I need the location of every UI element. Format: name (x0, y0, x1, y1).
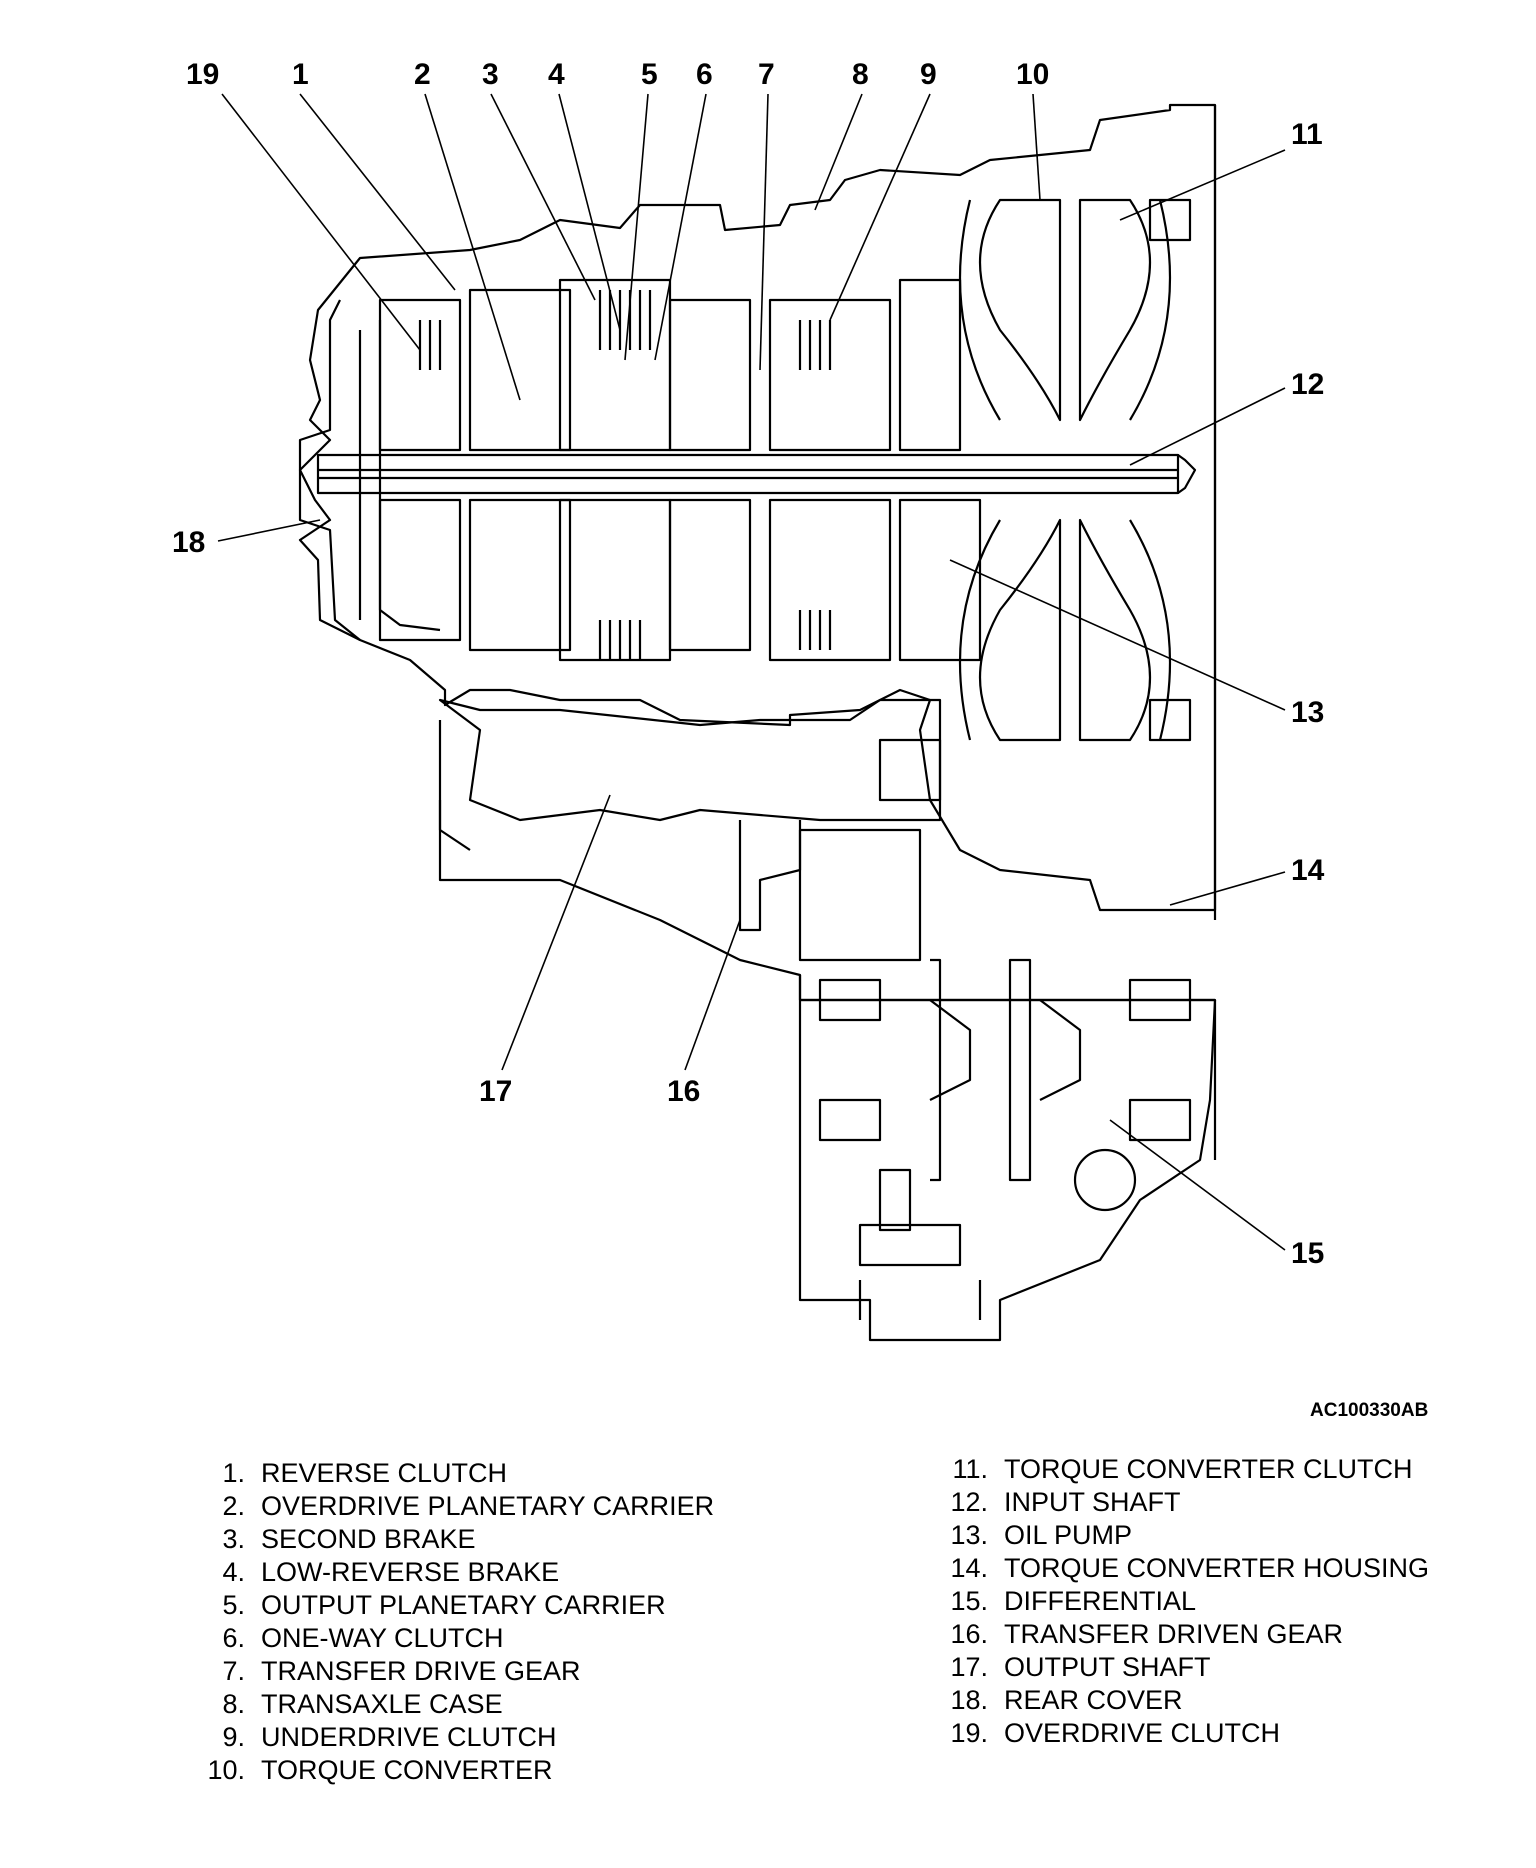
legend-label: TRANSAXLE CASE (261, 1689, 503, 1719)
diagram-code: AC100330AB (1310, 1400, 1429, 1421)
legend-label: UNDERDRIVE CLUTCH (261, 1722, 557, 1752)
legend-item-3: 3.SECOND BRAKE (222, 1524, 476, 1554)
callout-5: 5 (641, 58, 658, 91)
legend-label: REVERSE CLUTCH (261, 1458, 508, 1488)
callout-3: 3 (482, 58, 499, 91)
callout-2: 2 (414, 58, 431, 91)
callout-14: 14 (1291, 854, 1325, 887)
legend-item-7: 7.TRANSFER DRIVE GEAR (222, 1656, 581, 1686)
legend-item-17: 17.OUTPUT SHAFT (950, 1652, 1211, 1682)
legend-item-6: 6.ONE-WAY CLUTCH (222, 1623, 504, 1653)
oil-pump (898, 498, 982, 662)
legend-label: INPUT SHAFT (1004, 1487, 1181, 1517)
callout-6: 6 (696, 58, 713, 91)
callout-1: 1 (292, 58, 309, 91)
legend-label: ONE-WAY CLUTCH (261, 1623, 504, 1653)
input-shaft (316, 453, 1180, 495)
legend-item-13: 13.OIL PUMP (950, 1520, 1133, 1550)
callout-9: 9 (920, 58, 937, 91)
clutch-packs-lower (378, 498, 892, 662)
legend-item-5: 5.OUTPUT PLANETARY CARRIER (222, 1590, 666, 1620)
callout-12: 12 (1291, 368, 1324, 401)
legend-item-19: 19.OVERDRIVE CLUTCH (950, 1718, 1281, 1748)
legend-left: 1.REVERSE CLUTCH 2.OVERDRIVE PLANETARY C… (195, 1457, 714, 1787)
callout-17: 17 (479, 1075, 512, 1108)
clutch-packs-upper (378, 278, 962, 452)
legend-label: TORQUE CONVERTER (261, 1755, 553, 1785)
transfer-driven-gear (738, 820, 802, 932)
legend-item-18: 18.REAR COVER (950, 1685, 1183, 1715)
callout-8: 8 (852, 58, 869, 91)
callout-15: 15 (1291, 1237, 1324, 1270)
legend-label: DIFFERENTIAL (1004, 1586, 1197, 1616)
legend-item-2: 2.OVERDRIVE PLANETARY CARRIER (222, 1491, 715, 1521)
legend-item-9: 9.UNDERDRIVE CLUTCH (222, 1722, 557, 1752)
callout-11: 11 (1291, 118, 1323, 151)
legend-label: OVERDRIVE CLUTCH (1004, 1718, 1281, 1748)
callout-16: 16 (667, 1075, 700, 1108)
legend-label: LOW-REVERSE BRAKE (261, 1557, 560, 1587)
legend-item-15: 15.DIFFERENTIAL (950, 1586, 1197, 1616)
leader-lines (217, 93, 1286, 1251)
output-shaft (438, 698, 942, 822)
callout-19: 19 (186, 58, 219, 91)
legend-label: OVERDRIVE PLANETARY CARRIER (261, 1491, 715, 1521)
legend-label: OIL PUMP (1004, 1520, 1133, 1550)
legend-item-11: 11.TORQUE CONVERTER CLUTCH (952, 1454, 1413, 1484)
callout-7: 7 (758, 58, 775, 91)
legend-item-16: 16.TRANSFER DRIVEN GEAR (950, 1619, 1344, 1649)
rear-cover-outline (298, 299, 361, 641)
torque-converter (958, 198, 1192, 742)
legend-label: OUTPUT SHAFT (1004, 1652, 1211, 1682)
legend-item-12: 12.INPUT SHAFT (950, 1487, 1181, 1517)
legend-label: OUTPUT PLANETARY CARRIER (261, 1590, 666, 1620)
callout-4: 4 (548, 58, 565, 91)
legend-right: 11.TORQUE CONVERTER CLUTCH 12.INPUT SHAF… (940, 1453, 1429, 1750)
legend-label: TORQUE CONVERTER CLUTCH (1004, 1454, 1413, 1484)
legend-label: TORQUE CONVERTER HOUSING (1004, 1553, 1430, 1583)
legend-item-4: 4.LOW-REVERSE BRAKE (222, 1557, 560, 1587)
legend-item-8: 8.TRANSAXLE CASE (222, 1689, 503, 1719)
legend-label: TRANSFER DRIVE GEAR (261, 1656, 581, 1686)
callout-13: 13 (1291, 696, 1324, 729)
legend-item-1: 1.REVERSE CLUTCH (222, 1458, 508, 1488)
legend-label: TRANSFER DRIVEN GEAR (1004, 1619, 1344, 1649)
legend-item-14: 14.TORQUE CONVERTER HOUSING (950, 1553, 1430, 1583)
callout-labels: 19 1 2 3 4 5 6 7 8 9 10 11 12 13 14 15 1… (172, 58, 1325, 1270)
legend-label: SECOND BRAKE (261, 1524, 476, 1554)
legend-item-10: 10.TORQUE CONVERTER (207, 1755, 553, 1785)
callout-10: 10 (1016, 58, 1049, 91)
differential-housing (798, 975, 1217, 1342)
legend-label: REAR COVER (1004, 1685, 1183, 1715)
callout-18: 18 (172, 526, 205, 559)
transaxle-case-outline (298, 103, 1217, 912)
